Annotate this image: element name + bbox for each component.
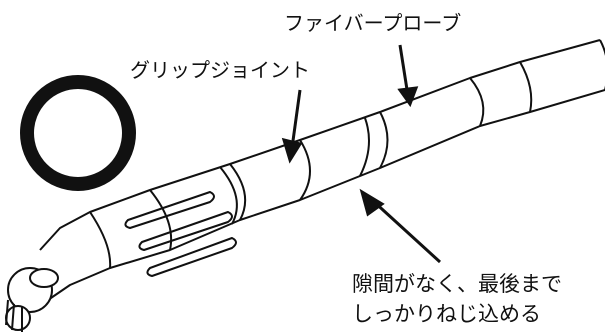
arrow-icon xyxy=(281,44,442,264)
fiber-probe-label: ファイバープローブ xyxy=(284,11,462,35)
o-ring-icon xyxy=(20,75,136,191)
probe-body xyxy=(39,39,605,301)
note-line-1: 隙間がなく、最後まで xyxy=(352,272,562,296)
swivel-head-icon xyxy=(5,267,59,332)
note-line-2: しっかりねじ込める xyxy=(352,302,541,326)
grip-joint-label: グリップジョイント xyxy=(130,58,310,82)
instruction-note: 隙間がなく、最後まで しっかりねじ込める xyxy=(352,269,562,329)
